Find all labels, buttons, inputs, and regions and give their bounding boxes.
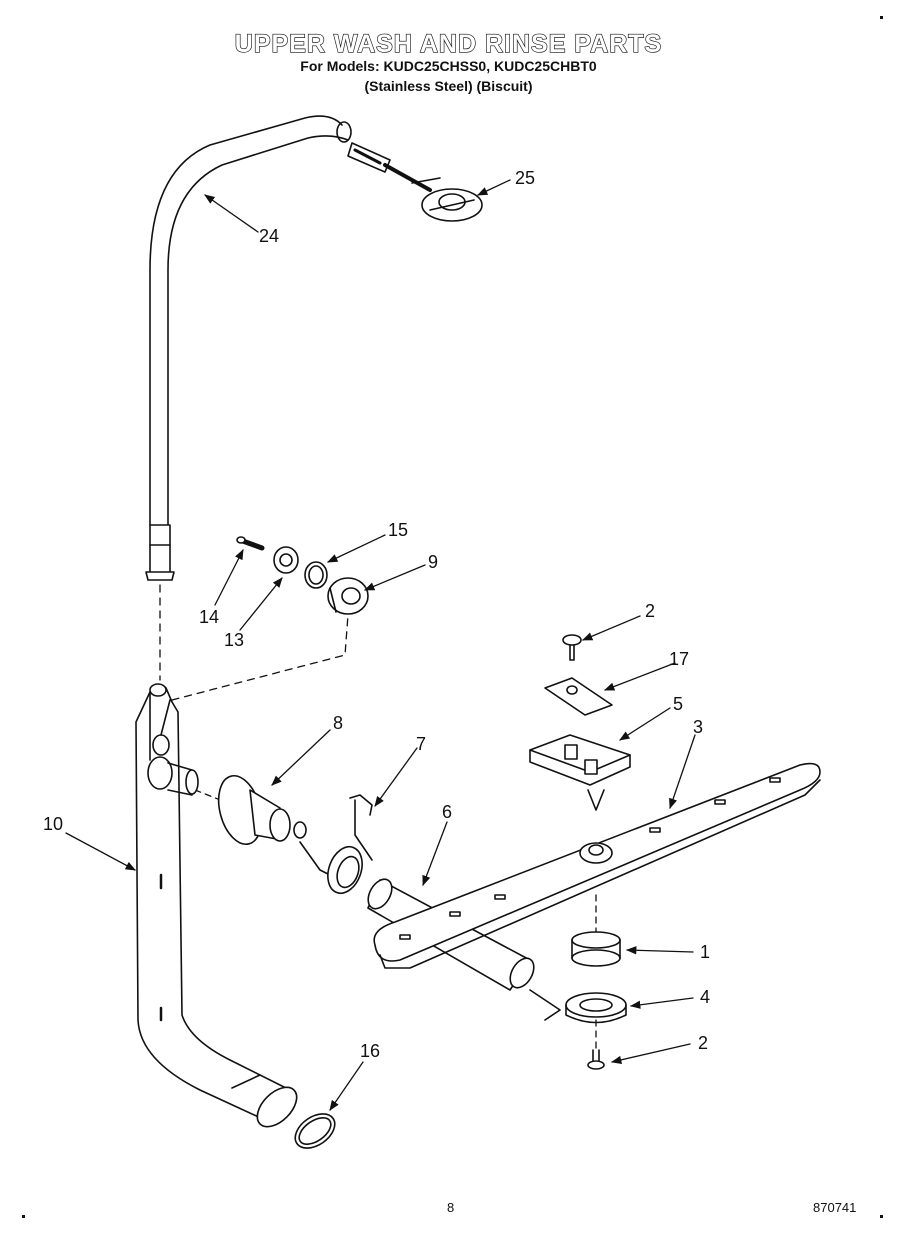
part-13-cap — [273, 546, 299, 574]
callout-label: 2 — [698, 1033, 708, 1053]
callout-label: 24 — [259, 226, 279, 246]
callout-label: 9 — [428, 552, 438, 572]
part-2-screw-lower — [587, 1049, 605, 1070]
leader-lines — [65, 179, 696, 1111]
part-2-screw-upper — [562, 634, 582, 661]
model-numbers: For Models: KUDC25CHSS0, KUDC25CHBT0 — [300, 58, 597, 74]
part-14-screw — [236, 536, 265, 551]
alignment-line — [194, 789, 229, 804]
callout-label: 15 — [388, 520, 408, 540]
callout-label: 16 — [360, 1041, 380, 1061]
part-7-clip — [299, 794, 373, 895]
callout-label: 2 — [645, 601, 655, 621]
crop-mark — [880, 1215, 883, 1218]
callout-labels: 25 24 15 9 14 13 2 17 5 3 8 7 6 10 1 4 2… — [43, 168, 710, 1061]
crop-mark — [22, 1215, 25, 1218]
page-number: 8 — [447, 1200, 455, 1215]
part-3-spray-arm — [373, 762, 821, 969]
part-17-plate — [544, 677, 613, 716]
part-5-bracket — [529, 734, 631, 811]
callout-label: 14 — [199, 607, 219, 627]
callout-label: 10 — [43, 814, 63, 834]
part-16-o-ring — [294, 1113, 336, 1149]
part-4-nut — [565, 992, 627, 1024]
callout-label: 17 — [669, 649, 689, 669]
callout-label: 8 — [333, 713, 343, 733]
part-1-ring — [571, 931, 621, 967]
callout-label: 7 — [416, 734, 426, 754]
callout-label: 1 — [700, 942, 710, 962]
callout-label: 4 — [700, 987, 710, 1007]
finish-variants: (Stainless Steel) (Biscuit) — [364, 78, 533, 94]
part-24-supply-tube — [145, 115, 352, 581]
callout-label: 6 — [442, 802, 452, 822]
part-9-nut — [327, 577, 369, 615]
crop-mark — [880, 16, 883, 19]
part-10-manifold — [135, 683, 298, 1128]
diagram-title: UPPER WASH AND RINSE PARTS — [234, 29, 663, 58]
part-15-o-ring — [304, 561, 328, 589]
alignment-line — [171, 614, 349, 701]
document-number: 870741 — [813, 1200, 857, 1215]
callout-label: 13 — [224, 630, 244, 650]
part-25-spray-nozzle — [347, 142, 483, 222]
callout-label: 25 — [515, 168, 535, 188]
part-8-bearing — [217, 774, 307, 846]
callout-label: 3 — [693, 717, 703, 737]
callout-label: 5 — [673, 694, 683, 714]
